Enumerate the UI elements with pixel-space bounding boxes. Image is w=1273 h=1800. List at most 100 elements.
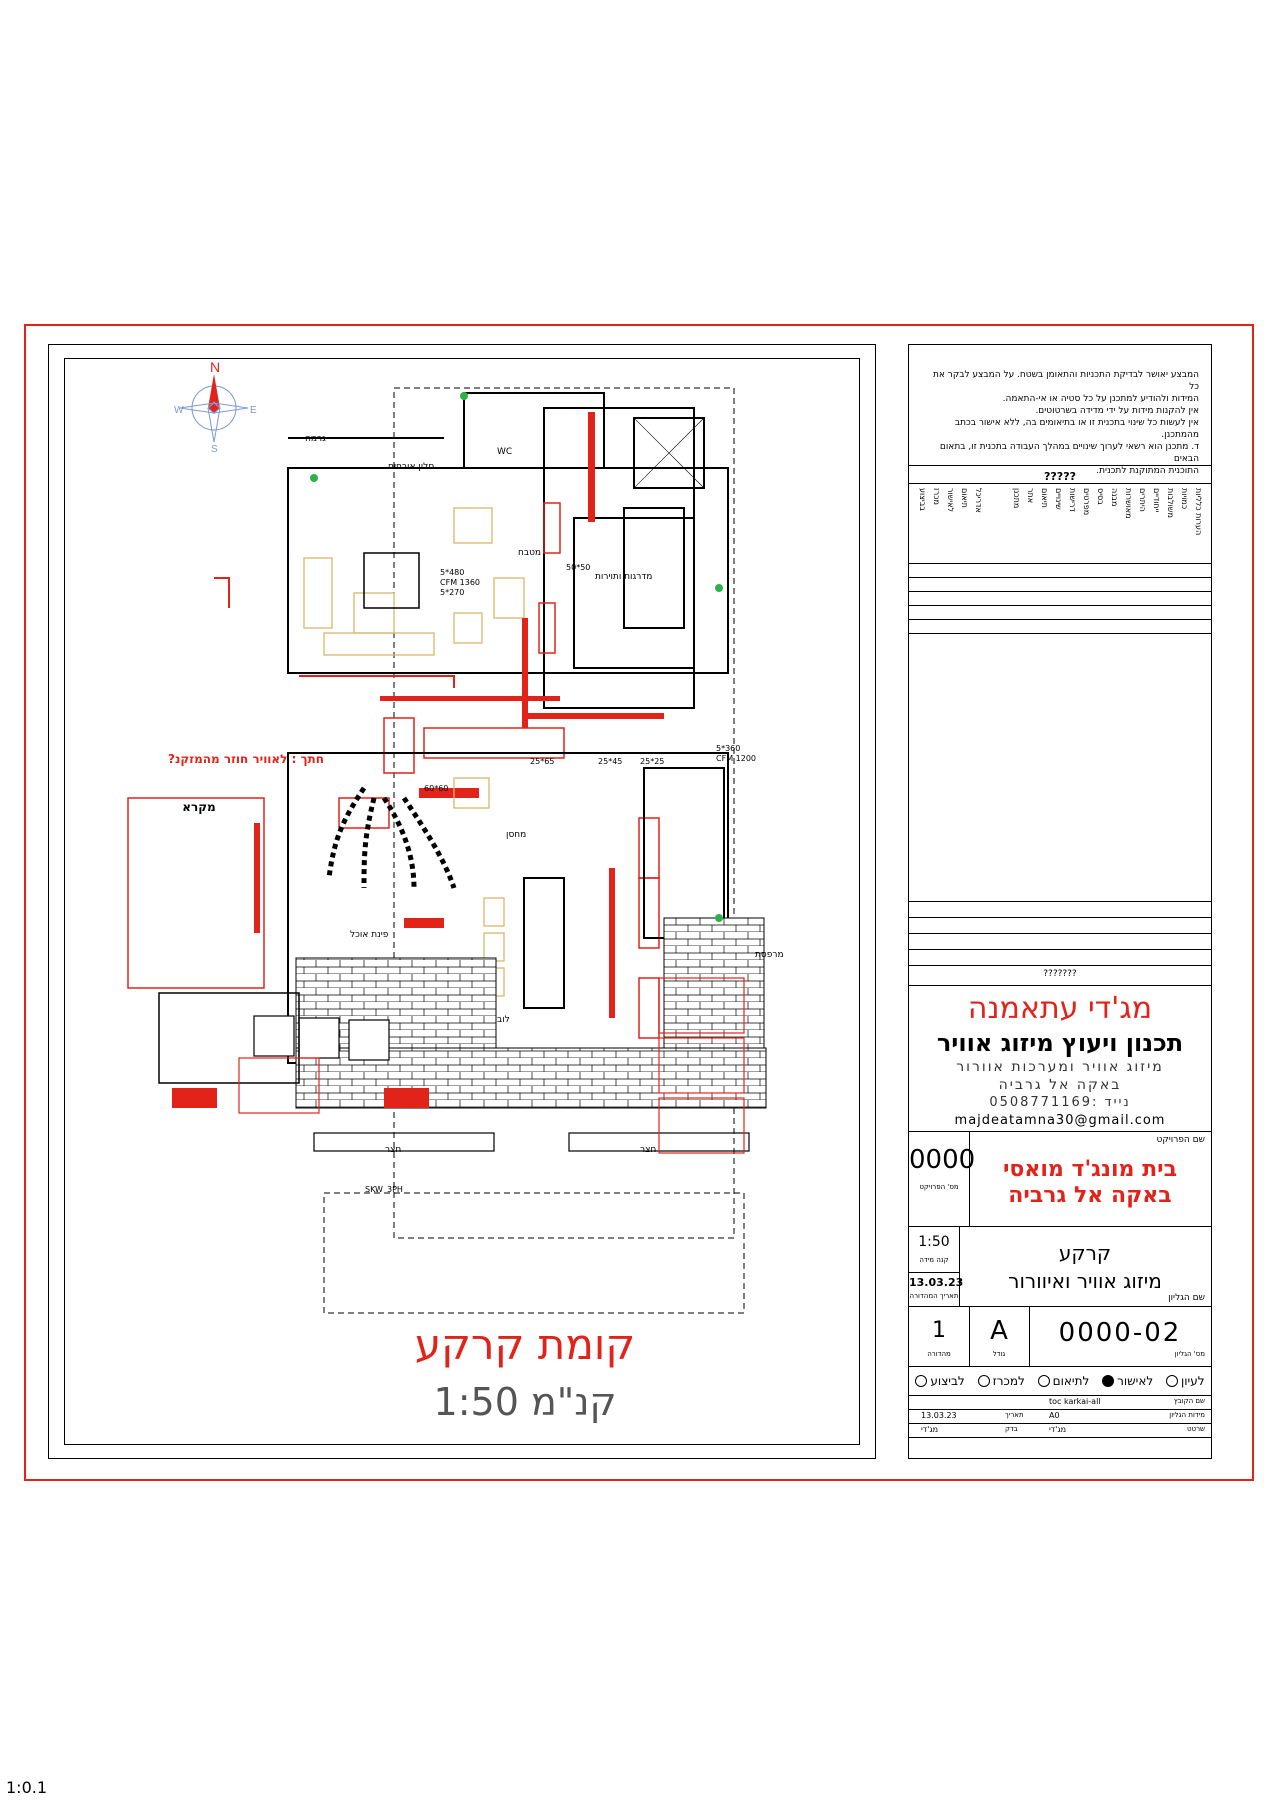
drawing-title-line2: מיזוג אוויר ואיוורור: [1008, 1269, 1162, 1293]
room-ground-label: גרמה: [305, 434, 326, 444]
status-approval[interactable]: לאישור: [1102, 1374, 1153, 1388]
note-line: התוכנית המתוקנת לתכנית.: [1096, 466, 1199, 476]
edition-date-label: תאריך המהדורה: [909, 1292, 959, 1300]
status-radio-icon: [915, 1375, 928, 1387]
status-label: לביצוע: [930, 1374, 965, 1388]
project-name-line2: באקה אל גרביה: [1008, 1183, 1172, 1208]
column-header: מאושרות: [1124, 488, 1133, 519]
status-label: למכרז: [992, 1374, 1025, 1388]
note-line: המבצע יאושר לבדיקת התכניות והתאומן בשטח.…: [932, 370, 1199, 392]
section2-placeholder: ???????: [1043, 969, 1077, 979]
outdoor-unit-power: SKW: [365, 1185, 383, 1194]
project-name-line1: בית מונג'ד מואסי: [1002, 1157, 1178, 1182]
status-radio-icon: [977, 1375, 990, 1387]
sheet-size-value: A0: [1049, 1411, 1060, 1420]
room-yard-right-label: חצר: [640, 1145, 657, 1155]
column-header: אתר: [1026, 488, 1035, 504]
duct-size-label-2: 45*25: [598, 757, 623, 766]
company-phone: נייד :0508771169: [989, 1095, 1131, 1110]
scale-value: 1:50: [918, 1234, 950, 1250]
column-header: מפרטים: [1082, 488, 1091, 516]
compass-east-label: E: [250, 405, 257, 416]
column-header: מתכנן: [1012, 488, 1021, 509]
column-header: משולבות: [1166, 488, 1175, 518]
column-header: תיאום: [960, 488, 969, 508]
room-stairs-label: מדרגות ותוירות: [595, 572, 653, 582]
room-dining-label: פינת אוכל: [350, 930, 389, 940]
status-label: לעיון: [1180, 1374, 1205, 1388]
edition-date: 13.03.23: [909, 1276, 964, 1289]
compass-rose-icon: [179, 374, 249, 443]
checked-label: בדק: [1005, 1425, 1018, 1433]
room-yard-left-label: חצר: [385, 1145, 402, 1155]
room-balcony-right-label: מרפסת: [755, 950, 784, 960]
column-header: מבנה: [1110, 488, 1119, 507]
edition-cell: 1 מהדורה: [909, 1306, 970, 1366]
column-header: בביצוע: [918, 488, 927, 511]
company-tagline: תכנון ויעוץ מיזוג אוויר: [936, 1029, 1184, 1057]
column-header: אדריכל: [974, 488, 983, 513]
drawn-label: שרטט: [1187, 1425, 1205, 1433]
drawing-number: 0000-02: [1058, 1318, 1182, 1348]
drawing-number-cell: 0000-02 מס' הגליון: [1029, 1306, 1211, 1366]
compass-west-label: W: [174, 405, 184, 416]
status-row: לעיון לאישור לתיאום למכרז לביצוע: [909, 1371, 1211, 1391]
legend-title: מקרא: [182, 800, 216, 814]
drawing-title-line1: קרקע: [1058, 1241, 1112, 1265]
unit-spec-1: 480*5: [440, 568, 465, 577]
section-placeholder: ?????: [1044, 470, 1076, 483]
column-header: כמויות: [1180, 488, 1189, 510]
status-execution[interactable]: לביצוע: [915, 1374, 965, 1388]
room-living-label: סלון אורחים: [388, 462, 435, 472]
drawing-frame: [48, 344, 876, 1459]
edition-value: 1: [932, 1318, 946, 1343]
unit-spec-2: 1360 CFM: [440, 578, 480, 587]
project-number-cell: 0000 מס' הפרויקט: [909, 1131, 976, 1226]
drawing-inner-frame: [64, 358, 860, 1445]
project-number: 0000: [909, 1145, 976, 1175]
status-coordination[interactable]: לתיאום: [1037, 1374, 1090, 1388]
unit-spec-3: 270*5: [440, 588, 465, 597]
company-sub: מיזוג אוויר ומערכות אוורור: [956, 1059, 1164, 1075]
column-header: דרישות: [1068, 488, 1077, 512]
general-notes: המבצע יאושר לבדיקת התכניות והתאומן בשטח.…: [921, 369, 1199, 477]
status-label: לתיאום: [1052, 1374, 1090, 1388]
edition-label: מהדורה: [927, 1350, 951, 1358]
column-header: תיאום: [1040, 488, 1049, 508]
sheet-letter-label: גודל: [992, 1350, 1006, 1358]
note-line: ד. מתכנן הוא רשאי לערוך שינויים במהלך הע…: [939, 442, 1199, 464]
duct-size-label-4: 50*50: [566, 563, 591, 572]
compass-south-label: S: [211, 444, 218, 455]
room-storage-label: מחסן: [506, 830, 527, 840]
date2-value: 13.03.23: [921, 1411, 957, 1420]
sheet-letter: A: [990, 1316, 1008, 1346]
project-name-label: שם הפרויקט: [1156, 1135, 1205, 1145]
note-line: אין להקנות מידות על ידי מדידה בשרטוטים.: [1035, 406, 1199, 416]
file-label: שם הקובץ: [1173, 1397, 1205, 1405]
column-header: בסיס: [1096, 488, 1105, 505]
note-line: אין לעשות כל שינוי בתכנית זו או בתיאומים…: [954, 418, 1199, 428]
checked-value: מג'די: [921, 1425, 939, 1434]
room-kitchen-label: מטבח: [518, 548, 542, 558]
drawn-value: מג'די: [1049, 1425, 1067, 1434]
column-header: הערות כלליות: [1194, 488, 1203, 536]
column-header: היתרים: [1138, 488, 1147, 512]
drawing-title-label: שם הגליון: [1168, 1293, 1205, 1303]
detail-section-title: חתך : לאוויר חוזר מהמזקנ?: [168, 752, 324, 766]
status-tender[interactable]: למכרז: [977, 1374, 1025, 1388]
column-header: שינויים: [1054, 488, 1063, 510]
status-radio-filled-icon: [1102, 1375, 1115, 1387]
status-review[interactable]: לעיון: [1165, 1374, 1205, 1388]
outdoor-unit-phase: 3PH: [387, 1185, 403, 1194]
status-label: לאישור: [1117, 1374, 1154, 1388]
note-line: המידות ולהודיע למתכנן על כל סטיה או אי-ה…: [1002, 394, 1199, 404]
drawing-number-label: מס' הגליון: [1174, 1350, 1205, 1358]
plan-scale: קנ"מ 1:50: [433, 1380, 617, 1424]
sheet-size-label: מידות הגליון: [1169, 1411, 1205, 1419]
page-number: 1:0.1: [6, 1778, 48, 1797]
plan-title: קומת קרקע: [414, 1320, 636, 1369]
room-wc-label: WC: [497, 447, 513, 457]
floor-plan: N E W S: [127, 359, 767, 1314]
duct-size-label-1: 65*25: [530, 757, 555, 766]
room-lobby-label: לובי: [495, 1015, 510, 1025]
